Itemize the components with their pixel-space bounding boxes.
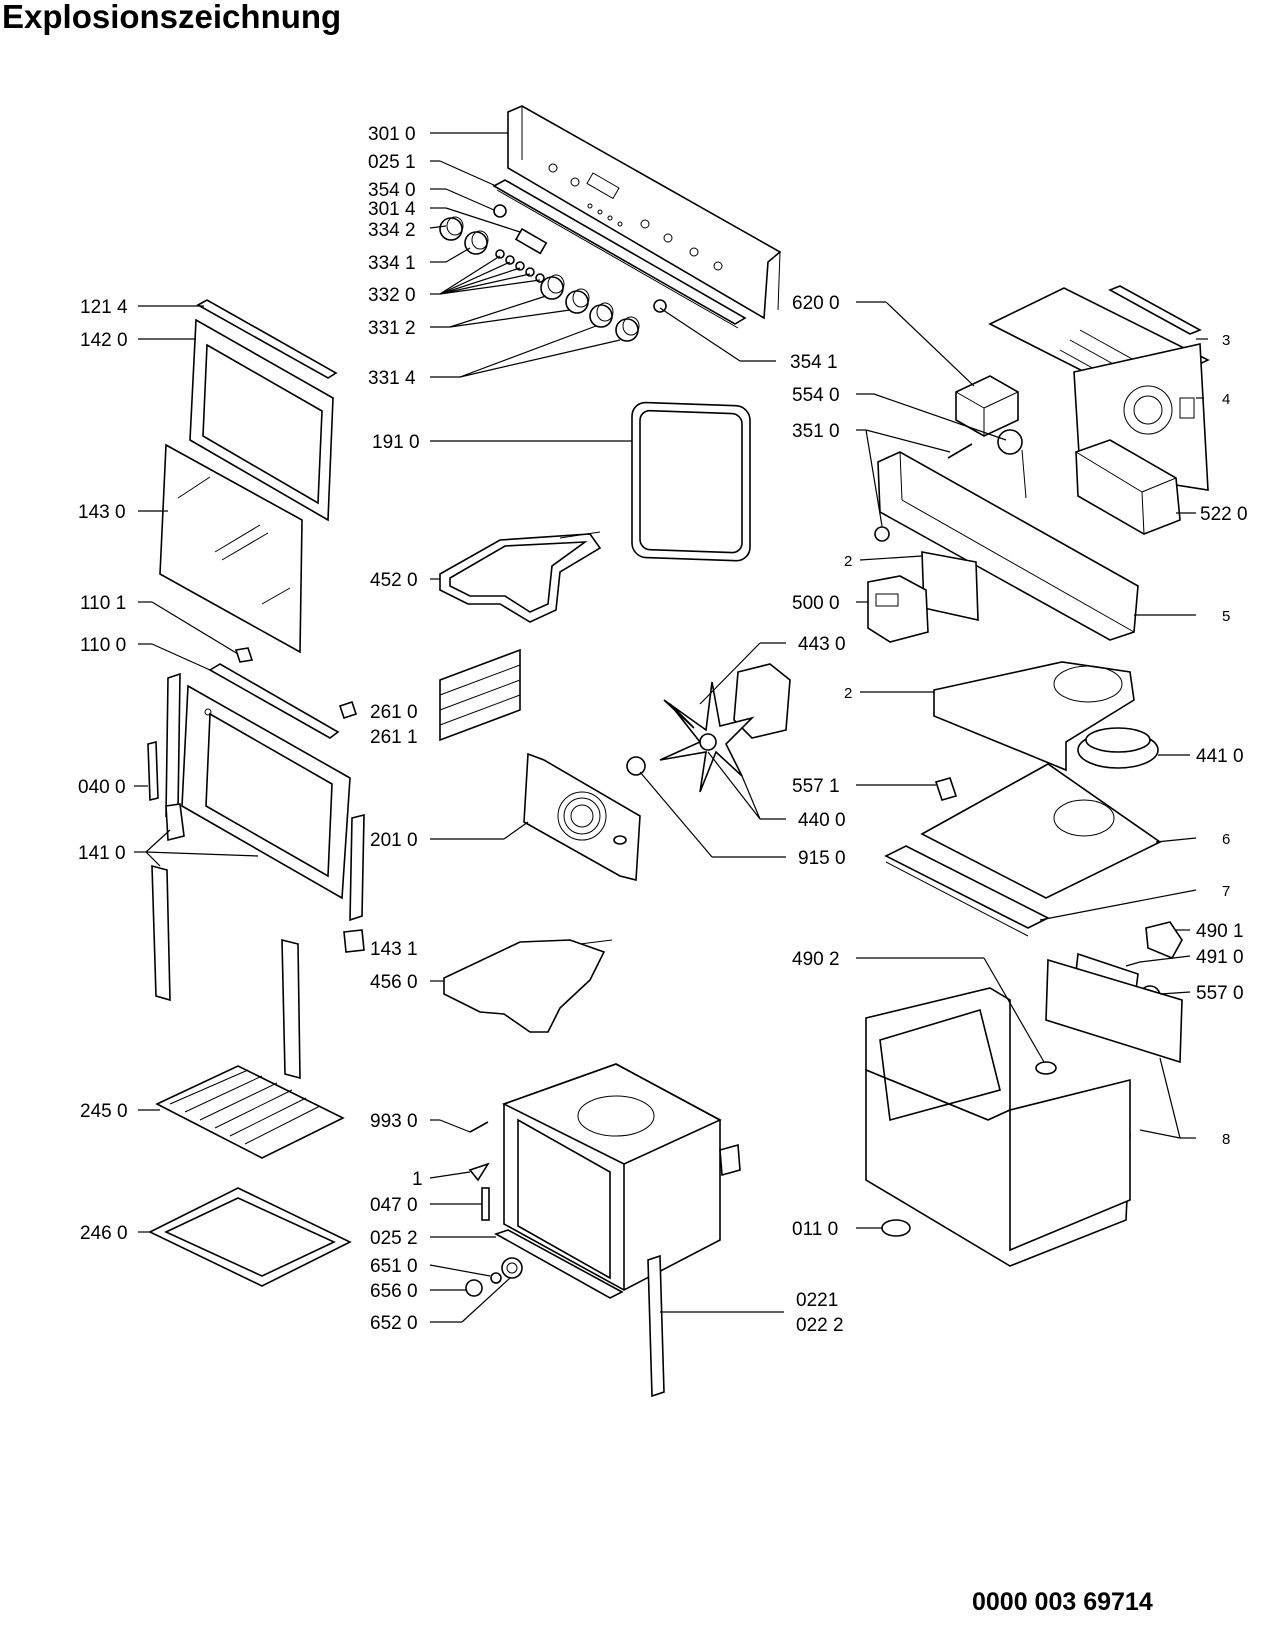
part-label: 261 1 (370, 727, 418, 748)
part-label: 201 0 (370, 830, 418, 851)
part-label: 110 1 (80, 593, 126, 614)
control-panel-part (492, 105, 782, 329)
part-labels: 301 0 025 1 354 0 301 4 334 2 334 1 332 … (78, 124, 1248, 1336)
page-title: Explosionszeichnung (2, 0, 342, 35)
part-label: 491 0 (1196, 947, 1244, 968)
part-label: 3 (1222, 332, 1230, 349)
part-label: 443 0 (798, 634, 846, 655)
part-label: 025 2 (370, 1228, 418, 1249)
part-label: 110 0 (80, 635, 126, 656)
part-label: 441 0 (1196, 746, 1244, 767)
part-label: 490 1 (1196, 921, 1244, 942)
part-label: 334 1 (368, 253, 416, 274)
part-label: 143 1 (370, 939, 418, 960)
part-label: 141 0 (78, 843, 126, 864)
leader-lines (134, 132, 1208, 1323)
part-label: 301 0 (368, 124, 416, 145)
part-label: 522 0 (1200, 504, 1248, 525)
knob-parts (439, 204, 667, 342)
part-label: 191 0 (372, 432, 420, 453)
part-label: 620 0 (792, 293, 840, 314)
part-label: 456 0 (370, 972, 418, 993)
part-label: 040 0 (78, 777, 126, 798)
part-label: 245 0 (80, 1101, 128, 1122)
part-label: 2 (844, 553, 852, 570)
part-label: 490 2 (792, 949, 840, 970)
part-label: 332 0 (368, 285, 416, 306)
part-label: 331 2 (368, 318, 416, 339)
part-label: 554 0 (792, 385, 840, 406)
part-label: 246 0 (80, 1223, 128, 1244)
part-label: 452 0 (370, 570, 418, 591)
part-label: 261 0 (370, 702, 418, 723)
part-label: 6 (1222, 831, 1230, 848)
part-label: 915 0 (798, 848, 846, 869)
part-label: 354 1 (790, 352, 838, 373)
part-label: 351 0 (792, 421, 840, 442)
part-label: 2 (844, 685, 852, 702)
oven-cavity-parts (439, 401, 751, 1398)
part-label: 331 4 (368, 368, 416, 389)
part-label: 440 0 (798, 810, 846, 831)
part-label: 142 0 (80, 330, 128, 351)
door-parts (147, 299, 365, 1287)
document-code: 0000 003 69714 (972, 1588, 1153, 1616)
part-label: 354 0 (368, 180, 416, 201)
part-label: 656 0 (370, 1281, 418, 1302)
part-label: 047 0 (370, 1195, 418, 1216)
part-label: 651 0 (370, 1256, 418, 1277)
part-label: 557 1 (792, 776, 840, 797)
part-label: 7 (1222, 883, 1230, 900)
part-label: 4 (1222, 391, 1230, 408)
part-label: 334 2 (368, 220, 416, 241)
part-label: 500 0 (792, 593, 840, 614)
part-label: 993 0 (370, 1111, 418, 1132)
part-label: 8 (1222, 1131, 1230, 1148)
part-label: 011 0 (792, 1219, 838, 1240)
part-label: 143 0 (78, 502, 126, 523)
part-label: 557 0 (1196, 983, 1244, 1004)
part-label: 0221 (796, 1290, 838, 1311)
part-label: 022 2 (796, 1315, 844, 1336)
part-label: 025 1 (368, 152, 416, 173)
part-label: 1 (412, 1169, 423, 1190)
part-label: 301 4 (368, 199, 416, 220)
part-label: 5 (1222, 608, 1230, 625)
part-label: 121 4 (80, 297, 128, 318)
mechanics-parts (626, 285, 1210, 1267)
part-label: 652 0 (370, 1313, 418, 1334)
